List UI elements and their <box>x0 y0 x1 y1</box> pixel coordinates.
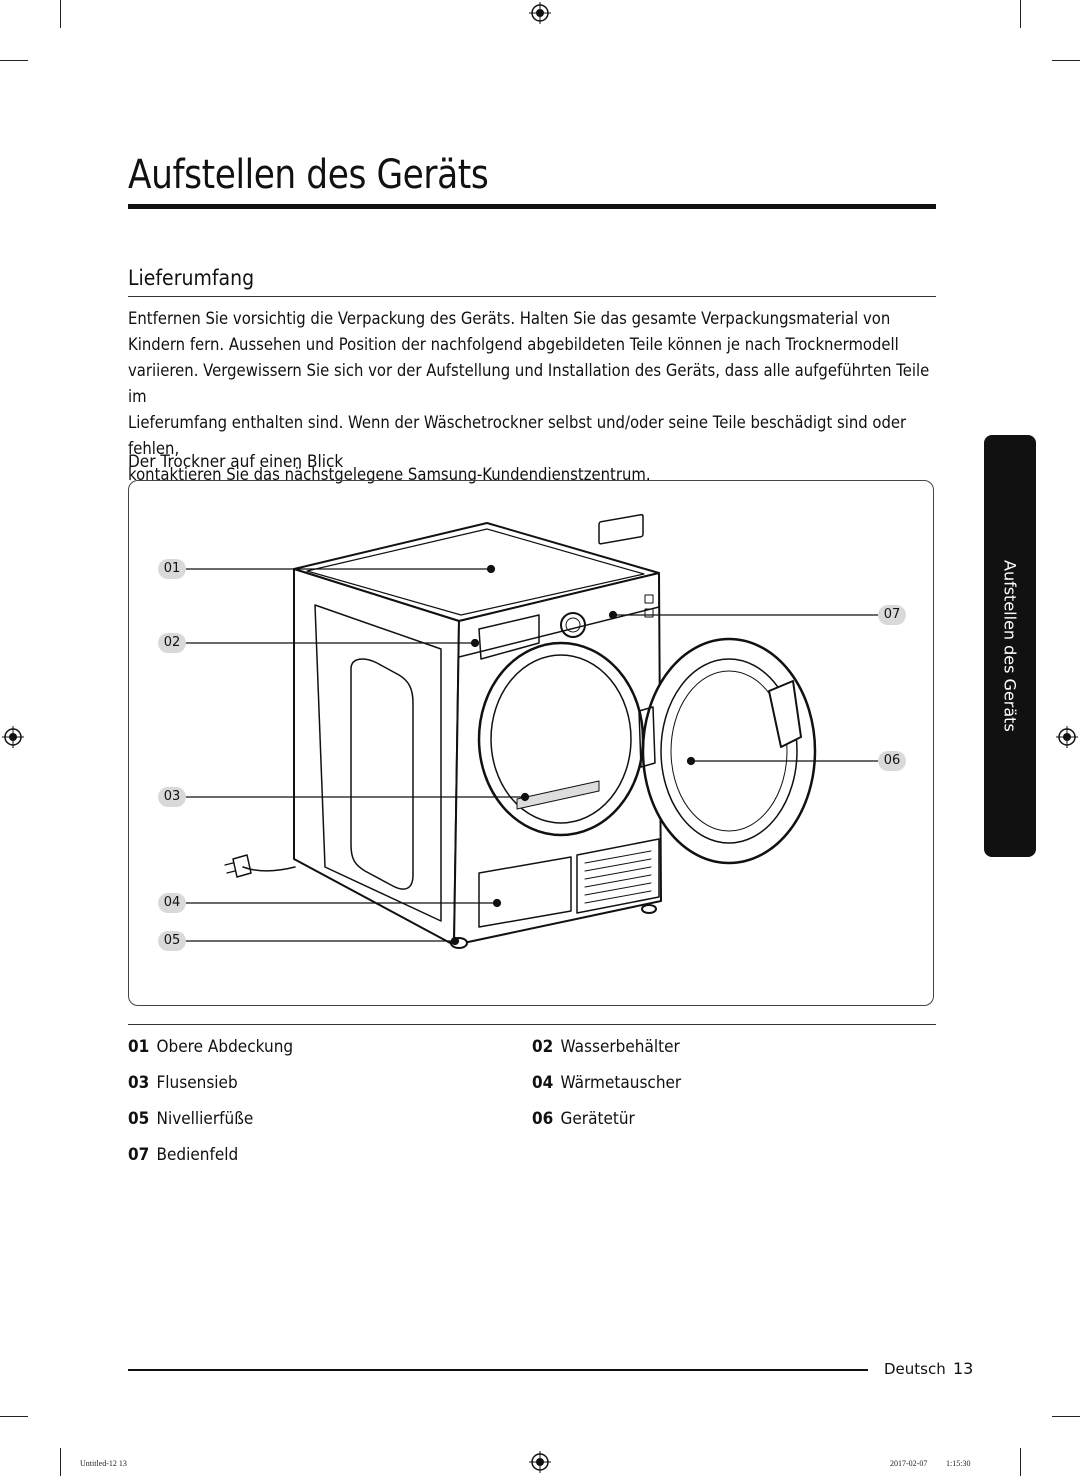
legend-item: 02 Wasserbehälter <box>532 1037 680 1057</box>
legend-item: 06 Gerätetür <box>532 1109 635 1129</box>
crop-mark <box>1052 60 1080 61</box>
footer-language: Deutsch <box>884 1360 946 1378</box>
legend-item: 01 Obere Abdeckung <box>128 1037 293 1057</box>
crop-mark <box>60 0 61 28</box>
registration-mark-icon <box>529 2 551 24</box>
crop-mark <box>1052 1416 1080 1417</box>
registration-mark-icon <box>2 726 24 748</box>
intro-line: Entfernen Sie vorsichtig die Verpackung … <box>128 309 891 328</box>
page-title: Aufstellen des Geräts <box>128 152 489 198</box>
legend-label: Bedienfeld <box>156 1145 239 1165</box>
dryer-figure: 01 02 03 04 05 06 07 <box>128 480 934 1006</box>
print-slug-time: 1:15:30 <box>946 1459 971 1468</box>
footer-rule <box>128 1369 868 1371</box>
intro-line: variieren. Vergewissern Sie sich vor der… <box>128 361 930 406</box>
registration-mark-icon <box>529 1451 551 1473</box>
callout-05: 05 <box>158 931 186 951</box>
legend-item: 03 Flusensieb <box>128 1073 238 1093</box>
callout-02: 02 <box>158 633 186 653</box>
callout-03: 03 <box>158 787 186 807</box>
callout-07: 07 <box>878 605 906 625</box>
legend-number: 07 <box>128 1145 150 1165</box>
legend-number: 01 <box>128 1037 150 1057</box>
figure-subheading: Der Trockner auf einen Blick <box>128 452 344 472</box>
legend-rule <box>128 1024 936 1025</box>
title-rule <box>128 204 936 209</box>
registration-mark-icon <box>1056 726 1078 748</box>
section-title: Lieferumfang <box>128 266 255 290</box>
legend-item: 07 Bedienfeld <box>128 1145 238 1165</box>
legend-number: 05 <box>128 1109 150 1129</box>
intro-paragraph: Entfernen Sie vorsichtig die Verpackung … <box>128 306 938 488</box>
dryer-illustration <box>185 513 879 949</box>
intro-line: Kindern fern. Aussehen und Position der … <box>128 335 899 354</box>
print-slug-date: 2017-02-07 <box>890 1459 928 1468</box>
intro-line: kontaktieren Sie das nächstgelegene Sams… <box>128 465 651 484</box>
crop-mark <box>1020 1448 1021 1476</box>
page-number: 13 <box>953 1359 974 1378</box>
legend-number: 04 <box>532 1073 554 1093</box>
intro-line: Lieferumfang enthalten sind. Wenn der Wä… <box>128 413 907 458</box>
crop-mark <box>1020 0 1021 28</box>
chapter-side-tab: Aufstellen des Geräts <box>984 435 1036 857</box>
crop-mark <box>0 1416 28 1417</box>
legend-label: Wasserbehälter <box>560 1037 680 1057</box>
legend-label: Nivellierfüße <box>156 1109 254 1129</box>
legend-number: 02 <box>532 1037 554 1057</box>
legend-label: Gerätetür <box>560 1109 635 1129</box>
legend-number: 03 <box>128 1073 150 1093</box>
crop-mark <box>0 60 28 61</box>
legend-number: 06 <box>532 1109 554 1129</box>
legend-label: Wärmetauscher <box>560 1073 682 1093</box>
legend-label: Flusensieb <box>156 1073 238 1093</box>
callout-04: 04 <box>158 893 186 913</box>
print-slug-file: Untitled-12 13 <box>80 1459 127 1468</box>
section-rule <box>128 296 936 297</box>
callout-06: 06 <box>878 751 906 771</box>
legend-item: 04 Wärmetauscher <box>532 1073 681 1093</box>
crop-mark <box>60 1448 61 1476</box>
legend-label: Obere Abdeckung <box>156 1037 294 1057</box>
callout-01: 01 <box>158 559 186 579</box>
chapter-side-tab-label: Aufstellen des Geräts <box>1000 560 1020 732</box>
legend-item: 05 Nivellierfüße <box>128 1109 253 1129</box>
